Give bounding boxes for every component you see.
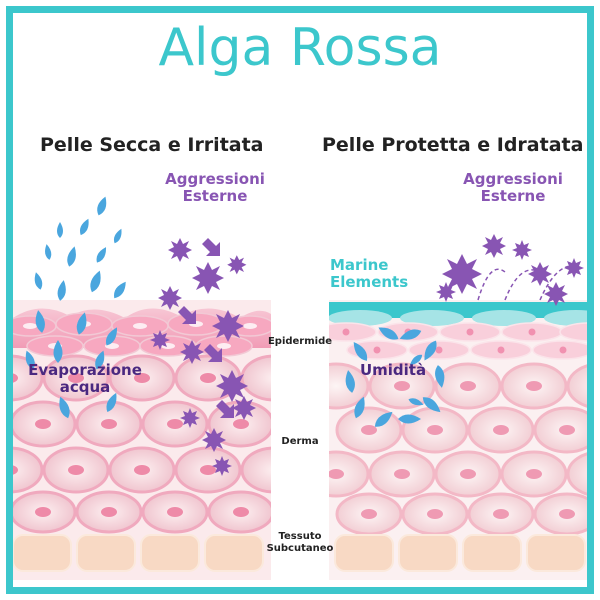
moisture-swirl-icon xyxy=(345,327,445,427)
right-subcutaneous xyxy=(334,534,586,572)
evaporation-label: Evaporazione acqua xyxy=(28,361,142,397)
right-aggression-label: Aggressioni Esterne xyxy=(463,170,563,206)
left-aggression-label: Aggressioni Esterne xyxy=(165,170,265,206)
water-drop-icon xyxy=(25,196,126,419)
right-panel-heading: Pelle Protetta e Idratata xyxy=(322,134,584,156)
layer-label-epidermis: Epidermide xyxy=(267,336,333,347)
aggression-star-icon xyxy=(436,234,584,306)
left-subcutaneous xyxy=(13,534,264,572)
left-panel-heading: Pelle Secca e Irritata xyxy=(40,134,264,156)
left-skin-section xyxy=(13,300,271,580)
layer-label-subcutaneous: Tessuto Subcutaneo xyxy=(266,531,334,554)
marine-elements-label: Marine Elements xyxy=(330,256,409,292)
right-skin-section xyxy=(329,300,587,580)
teal-frame xyxy=(6,6,594,594)
marine-protective-layer xyxy=(329,302,587,326)
moisture-label: Umidità xyxy=(359,361,427,379)
page-title: Alga Rossa xyxy=(158,18,442,78)
layer-label-dermis: Derma xyxy=(281,436,319,447)
aggression-star-icon xyxy=(150,238,256,476)
bounce-path xyxy=(477,265,573,301)
aggression-arrow-icon xyxy=(178,238,234,418)
